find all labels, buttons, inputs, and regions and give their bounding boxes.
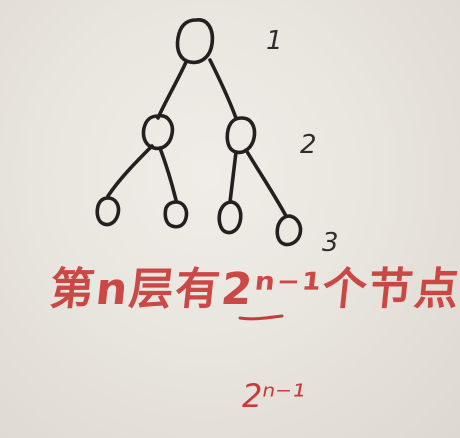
level-label-3: 3 (322, 228, 339, 258)
handwritten-formula: 2ⁿ⁻¹ (242, 377, 305, 415)
level-label-2: 2 (300, 130, 317, 160)
edge-right-rr (244, 148, 288, 218)
edge-left-lr (158, 146, 178, 202)
node-level3-2 (163, 200, 189, 229)
node-level3-4 (275, 214, 303, 247)
edge-root-right (208, 58, 238, 120)
node-level3-3 (217, 200, 243, 235)
edge-left-ll (106, 144, 154, 198)
formula-underline-stroke (238, 314, 284, 321)
node-level2-left (141, 113, 175, 151)
level-label-1: 1 (266, 26, 283, 56)
edge-right-rl (228, 150, 238, 204)
node-root (175, 18, 215, 65)
node-level2-right (225, 116, 257, 155)
edge-root-left (156, 60, 188, 120)
node-level3-1 (95, 196, 121, 227)
handwritten-sentence: 第n层有2ⁿ⁻¹个节点 (47, 264, 460, 315)
